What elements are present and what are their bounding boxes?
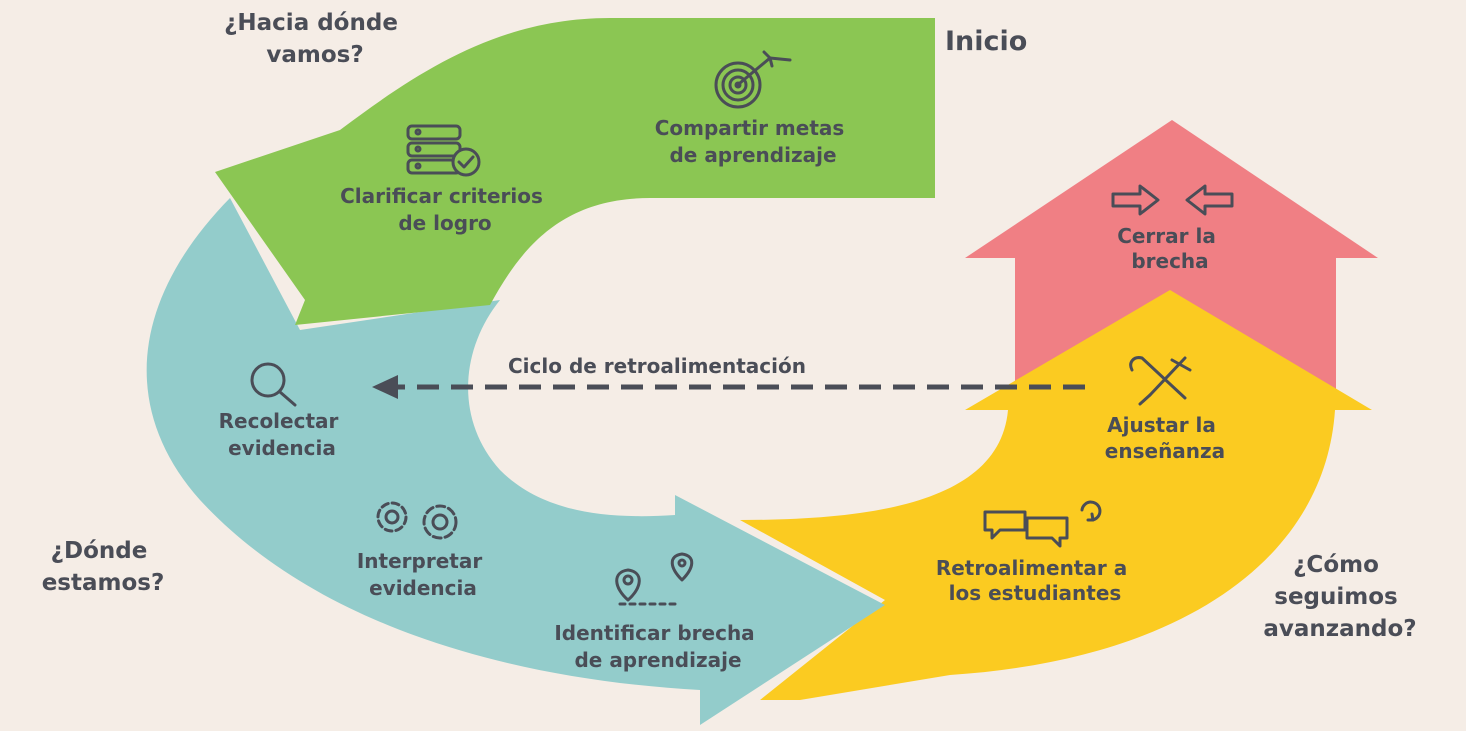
collect-evidence-line2: evidencia	[228, 436, 336, 460]
target-icon	[714, 50, 792, 109]
feedback-students-line2: los estudiantes	[949, 581, 1122, 605]
close-gap-arrow	[965, 120, 1378, 390]
close-gap-label: Cerrar la brecha	[1117, 224, 1223, 273]
gears-icon	[376, 501, 458, 540]
interpret-evidence-label: Interpretar evidencia	[357, 549, 489, 600]
close-gap-line1: Cerrar la	[1117, 224, 1216, 248]
feedback-students-line1: Retroalimentar a	[936, 556, 1127, 580]
question-where-are-we-line1: ¿Dónde	[51, 538, 148, 564]
feedback-loop-label: Ciclo de retroalimentación	[508, 354, 806, 378]
feedback-students-label: Retroalimentar a los estudiantes	[936, 556, 1134, 605]
feedback-loop-arrowhead	[372, 375, 398, 399]
clarify-criteria-line1: Clarificar criterios	[340, 184, 543, 208]
interpret-evidence-line2: evidencia	[369, 576, 477, 600]
question-where-are-we: ¿Dónde estamos?	[42, 538, 165, 596]
interpret-evidence-line1: Interpretar	[357, 549, 482, 573]
map-pins-icon	[615, 552, 694, 606]
speech-bubbles-icon	[983, 500, 1102, 548]
question-where-going-line1: ¿Hacia dónde	[224, 10, 398, 36]
checklist-server-icon	[406, 124, 481, 177]
close-gap-line2: brecha	[1131, 249, 1208, 273]
goals-arrow	[215, 18, 935, 325]
identify-gap-line1: Identificar brecha	[554, 621, 754, 645]
clarify-criteria-label: Clarificar criterios de logro	[340, 184, 550, 235]
question-where-are-we-line2: estamos?	[42, 570, 165, 596]
collect-evidence-label: Recolectar evidencia	[219, 409, 346, 460]
share-goals-label: Compartir metas de aprendizaje	[655, 116, 852, 167]
share-goals-line2: de aprendizaje	[669, 143, 836, 167]
identify-gap-line2: de aprendizaje	[574, 648, 741, 672]
evidence-arrow	[146, 198, 885, 725]
clarify-criteria-line2: de logro	[398, 211, 491, 235]
tools-icon	[1129, 356, 1192, 406]
question-how-forward-line2: seguimos	[1274, 584, 1397, 610]
question-where-going-line2: vamos?	[266, 42, 363, 68]
collect-evidence-line1: Recolectar	[219, 409, 339, 433]
adjust-teaching-line2: enseñanza	[1105, 439, 1225, 463]
identify-gap-label: Identificar brecha de aprendizaje	[554, 621, 761, 672]
converging-arrows-icon	[1111, 184, 1234, 216]
adjust-feedback-arrow	[740, 290, 1372, 700]
question-where-going: ¿Hacia dónde vamos?	[224, 10, 406, 68]
adjust-teaching-label: Ajustar la enseñanza	[1105, 413, 1225, 463]
magnifier-icon	[250, 362, 297, 407]
share-goals-line1: Compartir metas	[655, 116, 845, 140]
question-how-forward-line1: ¿Cómo	[1293, 552, 1379, 578]
question-how-forward: ¿Cómo seguimos avanzando?	[1263, 552, 1416, 642]
question-how-forward-line3: avanzando?	[1263, 616, 1416, 642]
adjust-teaching-line1: Ajustar la	[1107, 413, 1216, 437]
start-label: Inicio	[945, 26, 1027, 57]
